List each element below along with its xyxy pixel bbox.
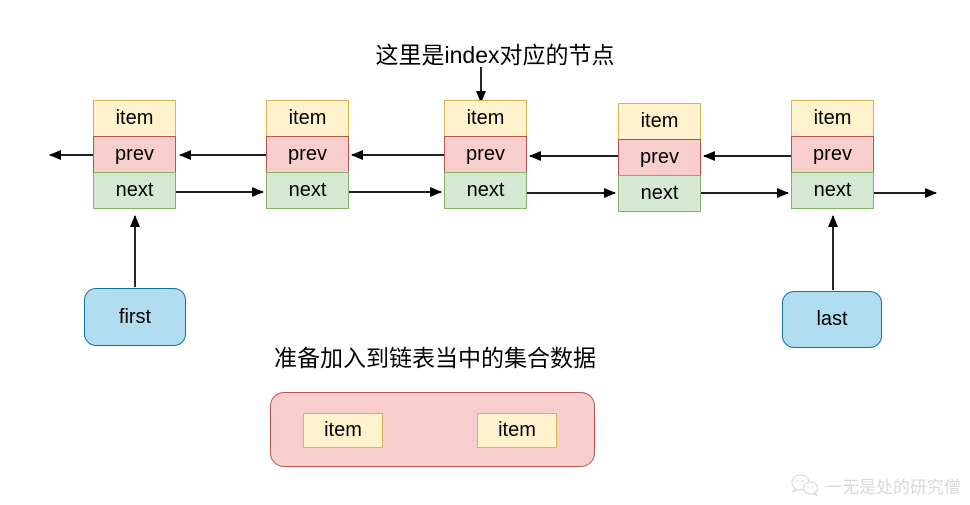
list-node-1: item prev next xyxy=(93,100,176,209)
node3-prev-field: prev xyxy=(444,136,527,173)
wechat-icon xyxy=(791,474,819,497)
list-node-4: item prev next xyxy=(618,103,701,212)
node2-next-field: next xyxy=(266,172,349,209)
collection-label: 准备加入到链表当中的集合数据 xyxy=(274,345,596,371)
node4-item-field: item xyxy=(618,103,701,140)
node5-prev-field: prev xyxy=(791,136,874,173)
node5-item-field: item xyxy=(791,100,874,137)
node1-prev-field: prev xyxy=(93,136,176,173)
first-pointer-box: first xyxy=(84,288,186,346)
list-node-5: item prev next xyxy=(791,100,874,209)
node5-next-field: next xyxy=(791,172,874,209)
last-pointer-box: last xyxy=(782,291,882,348)
collection-container: item item xyxy=(270,392,595,467)
node1-next-field: next xyxy=(93,172,176,209)
index-node-annotation: 这里是index对应的节点 xyxy=(375,42,615,68)
watermark-text: 一无是处的研究僧 xyxy=(825,478,961,497)
node2-item-field: item xyxy=(266,100,349,137)
collection-item-1: item xyxy=(303,413,383,448)
node3-next-field: next xyxy=(444,172,527,209)
collection-item-2: item xyxy=(477,413,557,448)
node4-next-field: next xyxy=(618,175,701,212)
node2-prev-field: prev xyxy=(266,136,349,173)
watermark: 一无是处的研究僧 xyxy=(790,473,961,498)
list-node-2: item prev next xyxy=(266,100,349,209)
node3-item-field: item xyxy=(444,100,527,137)
list-node-3-index: item prev next xyxy=(444,100,527,209)
node4-prev-field: prev xyxy=(618,139,701,176)
node1-item-field: item xyxy=(93,100,176,137)
